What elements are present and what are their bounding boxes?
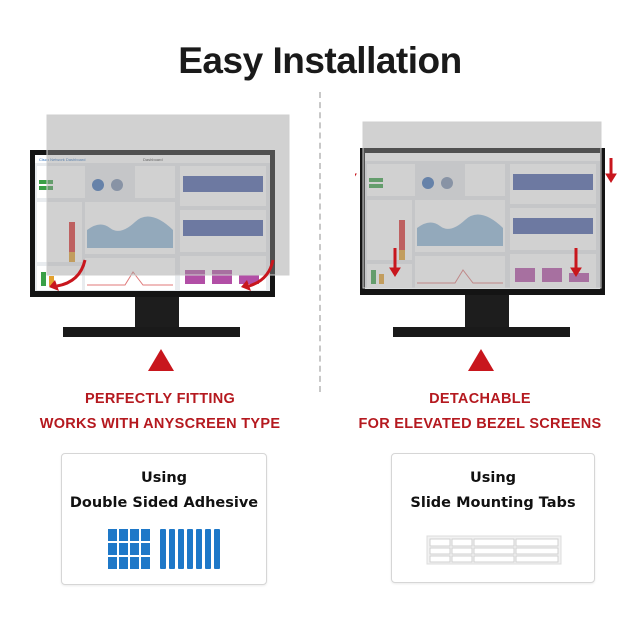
right-caption-line1: DETACHABLE [429,391,531,407]
right-panel: DETACHABLE FOR ELEVATED BEZEL SCREENS Us… [320,92,640,640]
privacy-filter-sheet [46,114,290,276]
adhesive-card: Using Double Sided Adhesive [61,453,267,585]
adhesive-card-line2: Double Sided Adhesive [69,495,259,511]
panel-divider [319,92,321,392]
curved-arrow-left-icon [56,259,87,288]
privacy-filter-sheet [362,121,602,289]
monitor-stand-neck [465,293,509,329]
monitor-with-mounting-tabs [355,121,617,337]
blue-adhesive-strips-icon [108,529,220,569]
up-arrow-icon [148,349,174,371]
curved-arrow-right-icon [248,259,275,288]
adhesive-card-line1: Using [140,470,188,486]
dashboard-screen [365,153,600,289]
monitor-stand-neck [135,293,179,329]
monitor-stand-base [63,327,240,337]
left-caption-line1: PERFECTLY FITTING [84,391,236,407]
app-tab-text: Dashboard [143,157,163,162]
clear-mounting-tabs-icon [426,535,562,565]
left-panel: Cisco Network Dashboard Dashboard [0,92,320,640]
page-title: Easy Installation [178,40,462,81]
right-caption-line2: FOR ELEVATED BEZEL SCREENS [358,416,602,432]
app-title-text: Cisco Network Dashboard [39,157,85,162]
mounting-tabs-card: Using Slide Mounting Tabs [391,453,595,583]
up-arrow-icon [468,349,494,371]
mounting-tabs-card-line1: Using [469,470,517,486]
monitor-with-adhesive-filter: Cisco Network Dashboard Dashboard [30,114,290,337]
dashboard-screen: Cisco Network Dashboard Dashboard [35,155,270,291]
monitor-stand-base [393,327,570,337]
mounting-tabs-card-line2: Slide Mounting Tabs [410,495,576,511]
left-caption-line2: WORKS WITH ANYSCREEN TYPE [39,416,281,432]
